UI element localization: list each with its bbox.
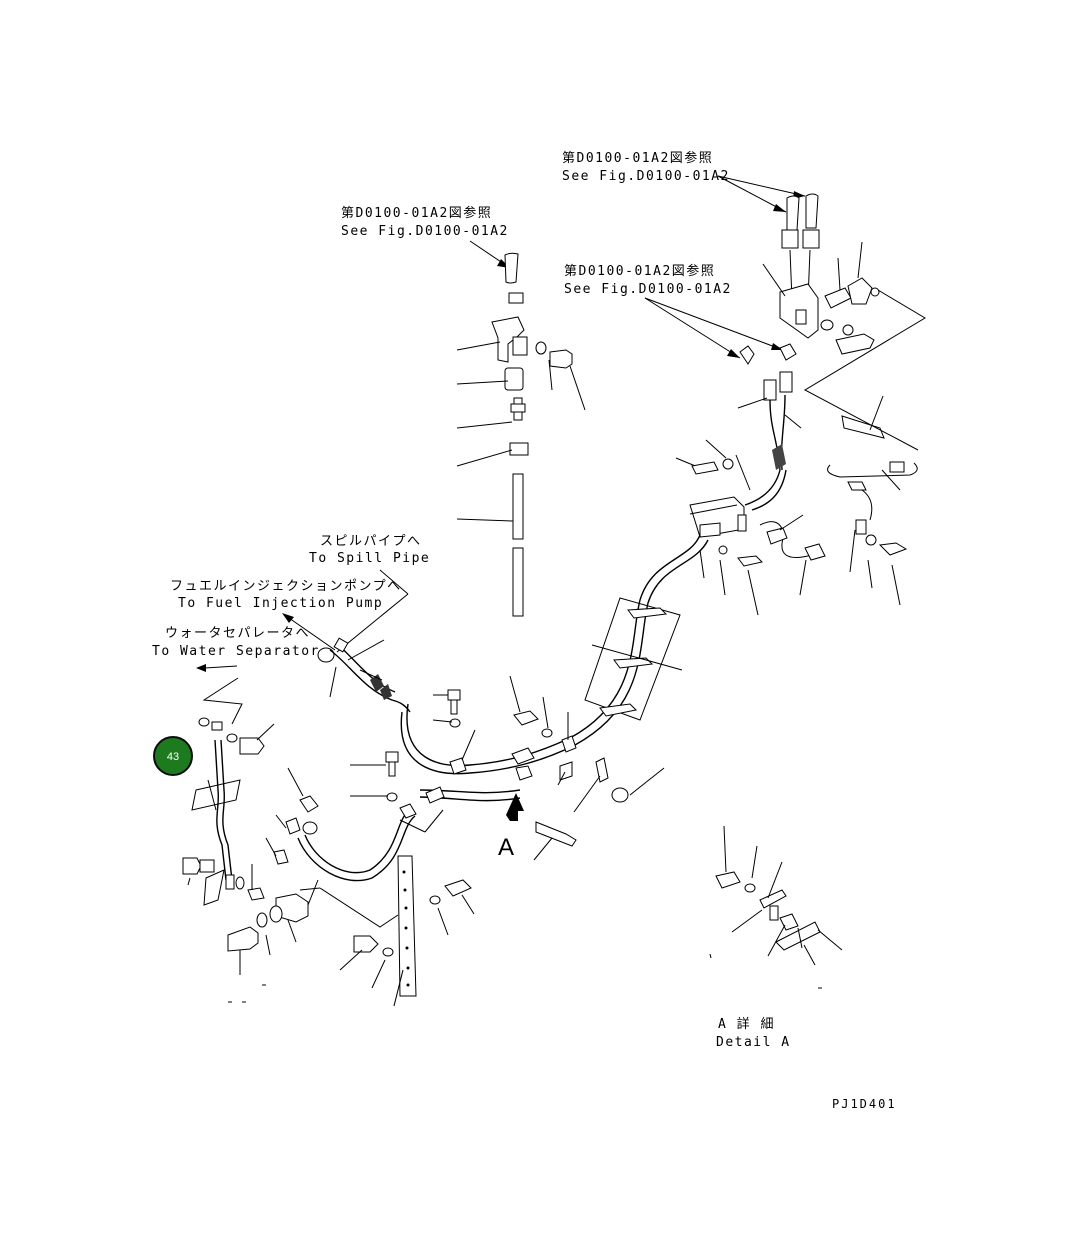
ref-mid-right-en-label: See Fig.D0100-01A2 bbox=[564, 282, 732, 297]
view-a-label: A bbox=[498, 834, 514, 861]
leader-lines-middle bbox=[329, 639, 665, 861]
vertical-tube-assembly bbox=[491, 252, 573, 617]
spill-pipe-en-label: To Spill Pipe bbox=[309, 551, 430, 566]
leader-lines-right bbox=[675, 241, 926, 606]
bracket-plate bbox=[339, 855, 475, 1007]
ref-mid-right-jp-label: 第D0100-01A2図参照 bbox=[564, 263, 715, 279]
detail-a-en-label: Detail A bbox=[716, 1035, 791, 1050]
left-lower-assembly bbox=[182, 677, 399, 975]
water-sep-jp-label: ウォータセパレータへ bbox=[165, 626, 310, 641]
callout-43[interactable]: 43 bbox=[153, 736, 193, 776]
right-upper-assembly bbox=[739, 193, 918, 561]
water-sep-en-label: To Water Separator bbox=[152, 644, 320, 659]
ref-top-jp-label: 第D0100-01A2図参照 bbox=[562, 150, 713, 166]
drawing-code-label: PJ1D401 bbox=[832, 1097, 897, 1111]
spill-hose bbox=[317, 637, 411, 713]
spill-pipe-jp-label: スピルパイプへ bbox=[320, 534, 422, 549]
ref-mid-left-jp-label: 第D0100-01A2図参照 bbox=[341, 205, 492, 221]
tick-marks bbox=[228, 984, 266, 1003]
ref-mid-left-en-label: See Fig.D0100-01A2 bbox=[341, 224, 509, 239]
fuel-pump-jp-label: フュエルインジェクションポンプへ bbox=[170, 579, 402, 594]
detail-a-jp-label: A 詳 細 bbox=[718, 1016, 775, 1032]
hose-protector bbox=[584, 597, 683, 721]
callout-43-circle[interactable] bbox=[153, 736, 193, 776]
clamp-assembly-right bbox=[689, 458, 763, 616]
fuel-pump-en-label: To Fuel Injection Pump bbox=[178, 596, 383, 611]
center-fasteners bbox=[385, 689, 629, 847]
callout-43-number: 43 bbox=[167, 751, 179, 763]
detail-a-group bbox=[709, 825, 843, 989]
ref-top-en-label: See Fig.D0100-01A2 bbox=[562, 169, 730, 184]
leader-lines-center bbox=[456, 341, 586, 522]
